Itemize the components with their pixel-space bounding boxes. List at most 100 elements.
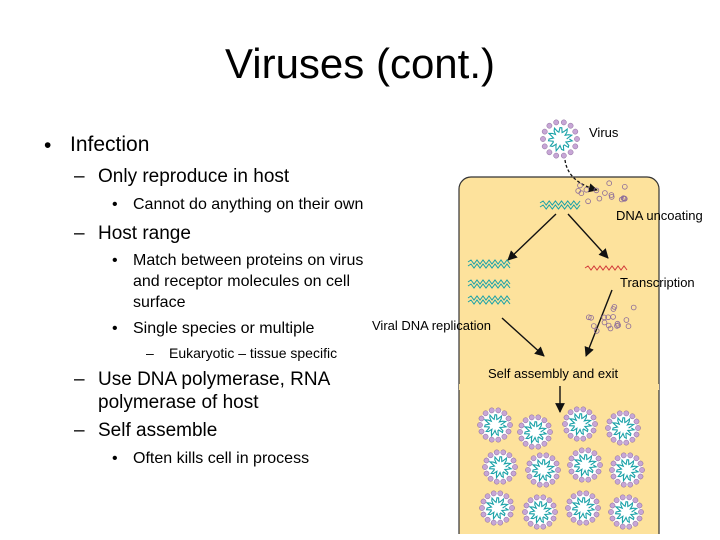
- virus-particle-capsomere: [560, 152, 567, 159]
- released-virion-bg: [519, 416, 551, 448]
- new-capsid-protein: [588, 314, 594, 321]
- released-virion-genome: [571, 496, 596, 521]
- bullet-infection: Infection: [70, 133, 150, 156]
- new-capsid-protein: [601, 314, 607, 321]
- released-virion-capsomere: [523, 502, 530, 509]
- bullet-marker: •: [112, 196, 118, 213]
- released-virion-capsomere: [510, 457, 517, 464]
- released-virion-capsomere: [610, 436, 617, 443]
- virus-particle-capsomere: [541, 143, 548, 150]
- released-virion-capsomere: [540, 523, 547, 530]
- released-virion-capsomere: [586, 432, 593, 439]
- released-virion-genome: [611, 416, 636, 441]
- released-virion-capsomere: [632, 497, 639, 504]
- released-virion-capsomere: [490, 519, 497, 526]
- released-virion-capsomere: [543, 481, 550, 488]
- released-virion-capsomere: [597, 462, 603, 468]
- released-virion-capsomere: [518, 435, 525, 442]
- released-virion-capsomere: [552, 509, 558, 515]
- released-virion-capsomere: [546, 497, 553, 504]
- capsid-fragment: [577, 182, 583, 189]
- released-virion-capsomere: [540, 494, 547, 501]
- released-virion-capsomere: [484, 493, 491, 500]
- released-virion-bg: [524, 496, 556, 528]
- virus-particle-genome: [547, 126, 574, 153]
- replicated-dna-strand: [467, 299, 511, 305]
- released-virion-capsomere: [545, 422, 552, 429]
- released-virion-capsomere: [512, 464, 518, 470]
- released-virion-bg: [484, 451, 516, 483]
- released-virion-capsomere: [639, 467, 645, 473]
- virus-particle-capsomere: [560, 119, 567, 126]
- released-virion-bg: [567, 492, 599, 524]
- released-virion-capsomere: [637, 473, 644, 480]
- new-capsid-protein: [623, 317, 630, 323]
- released-virion-capsomere: [610, 413, 617, 420]
- released-virion-capsomere: [567, 432, 574, 439]
- released-virion-capsomere: [517, 429, 523, 435]
- bullet-self-assemble: Self assemble: [98, 420, 218, 441]
- released-virion-capsomere: [578, 476, 585, 483]
- released-virion-genome: [568, 412, 593, 437]
- released-virion-capsomere: [533, 494, 540, 501]
- bullet-host-range: Host range: [98, 223, 191, 244]
- dash-marker: –: [74, 420, 85, 441]
- released-virion-genome: [483, 413, 508, 438]
- virus-particle-capsomere: [572, 128, 579, 135]
- released-virion-capsomere: [573, 406, 580, 413]
- released-virion-bg: [481, 492, 513, 524]
- released-virion-capsomere: [565, 505, 571, 511]
- released-virion-bg: [564, 408, 596, 440]
- capsid-fragment: [608, 192, 615, 198]
- released-virion-capsomere: [568, 455, 575, 462]
- released-virion-capsomere: [570, 516, 577, 523]
- released-virion-capsomere: [526, 460, 533, 467]
- released-virion-capsomere: [595, 505, 601, 511]
- released-virion-capsomere: [495, 436, 502, 443]
- dash-marker: –: [74, 223, 85, 244]
- released-virion-capsomere: [636, 515, 643, 522]
- bullet-use-dna-line1: Use DNA polymerase, RNA: [98, 369, 331, 390]
- released-virion-capsomere: [505, 415, 512, 422]
- released-virion-capsomere: [627, 481, 634, 488]
- released-virion-capsomere: [480, 498, 487, 505]
- released-virion-capsomere: [482, 433, 489, 440]
- released-virion-capsomere: [632, 520, 639, 527]
- released-virion-capsomere: [547, 429, 553, 435]
- released-virion-capsomere: [510, 470, 517, 477]
- released-virion-capsomere: [497, 490, 504, 497]
- released-virion-capsomere: [507, 498, 514, 505]
- released-virion-capsomere: [507, 511, 514, 518]
- released-virion-capsomere: [592, 421, 598, 427]
- released-virion-capsomere: [493, 449, 500, 456]
- new-capsid-protein: [607, 325, 614, 332]
- released-virion-capsomere: [586, 409, 593, 416]
- released-virion-capsomere: [528, 414, 535, 421]
- released-virion-capsomere: [609, 515, 616, 522]
- released-virion-capsomere: [576, 519, 583, 526]
- released-virion-capsomere: [530, 455, 537, 462]
- released-virion-capsomere: [493, 478, 500, 485]
- bullet-match-line3: surface: [133, 294, 186, 311]
- released-virion-capsomere: [506, 475, 513, 482]
- released-virion-capsomere: [629, 436, 636, 443]
- new-capsid-protein: [585, 314, 592, 321]
- released-virion-capsomere: [591, 450, 598, 457]
- released-virion-capsomere: [482, 410, 489, 417]
- bullet-use-dna-line2: polymerase of host: [98, 392, 259, 413]
- arrow-to-transcription: [567, 213, 609, 259]
- capsid-fragment: [578, 190, 585, 197]
- released-virion-capsomere: [633, 455, 640, 462]
- released-virion-capsomere: [593, 498, 600, 505]
- new-capsid-protein: [614, 320, 621, 327]
- capsid-fragment: [606, 180, 612, 187]
- released-virion-capsomere: [583, 490, 590, 497]
- released-virion-capsomere: [535, 443, 542, 450]
- released-virion-capsomere: [487, 452, 494, 459]
- virus-particle-capsomere: [567, 149, 574, 156]
- released-virion-capsomere: [553, 473, 560, 480]
- virus-particle-capsomere: [541, 128, 548, 135]
- released-virion-capsomere: [613, 497, 620, 504]
- released-virion-capsomere: [507, 422, 513, 428]
